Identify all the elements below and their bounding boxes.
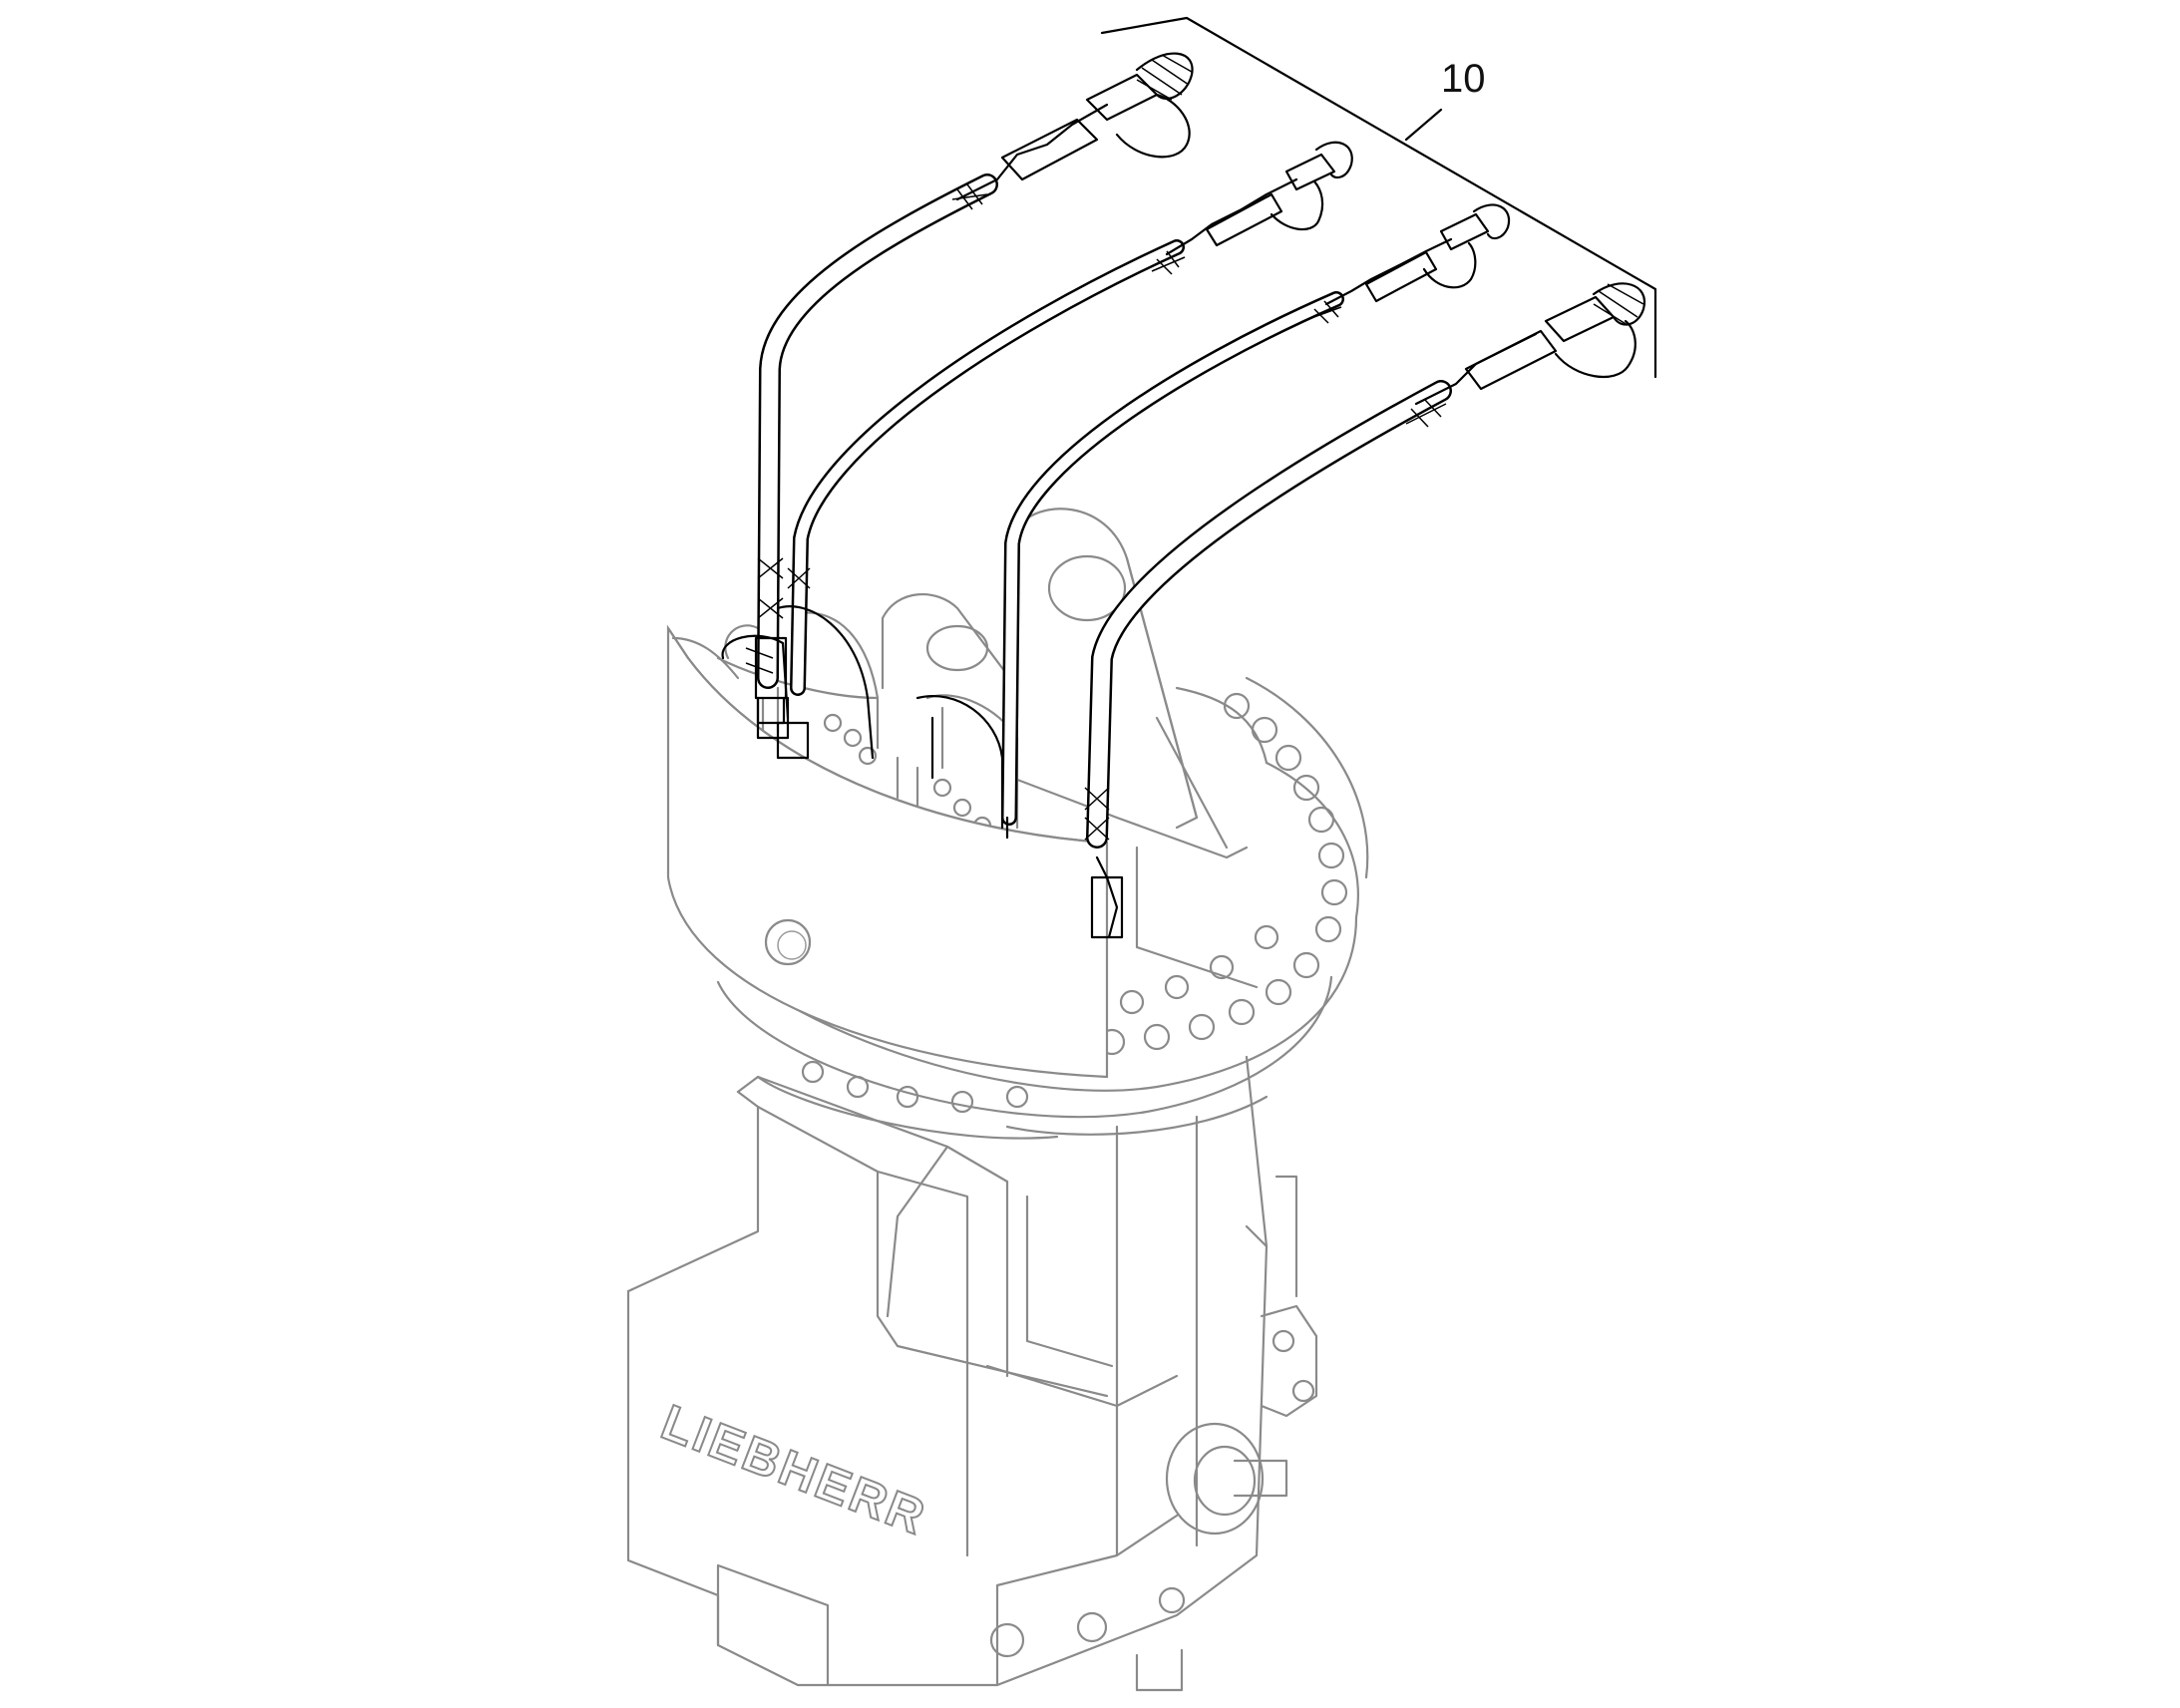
hose-1 (754, 52, 1194, 725)
hose-4 (1084, 282, 1646, 939)
callout-label-10: 10 (1441, 57, 1486, 101)
hose-guard (666, 624, 1109, 1079)
hose-2 (787, 141, 1353, 696)
flange-bolts (801, 692, 1348, 1114)
hydraulic-hose-assembly (721, 52, 1646, 939)
hose-3 (1001, 203, 1511, 826)
inner-hoses (721, 605, 1009, 840)
brand-logo-text: LIEBHERR (654, 1394, 934, 1545)
callout-bracket: 10 (1100, 16, 1657, 379)
